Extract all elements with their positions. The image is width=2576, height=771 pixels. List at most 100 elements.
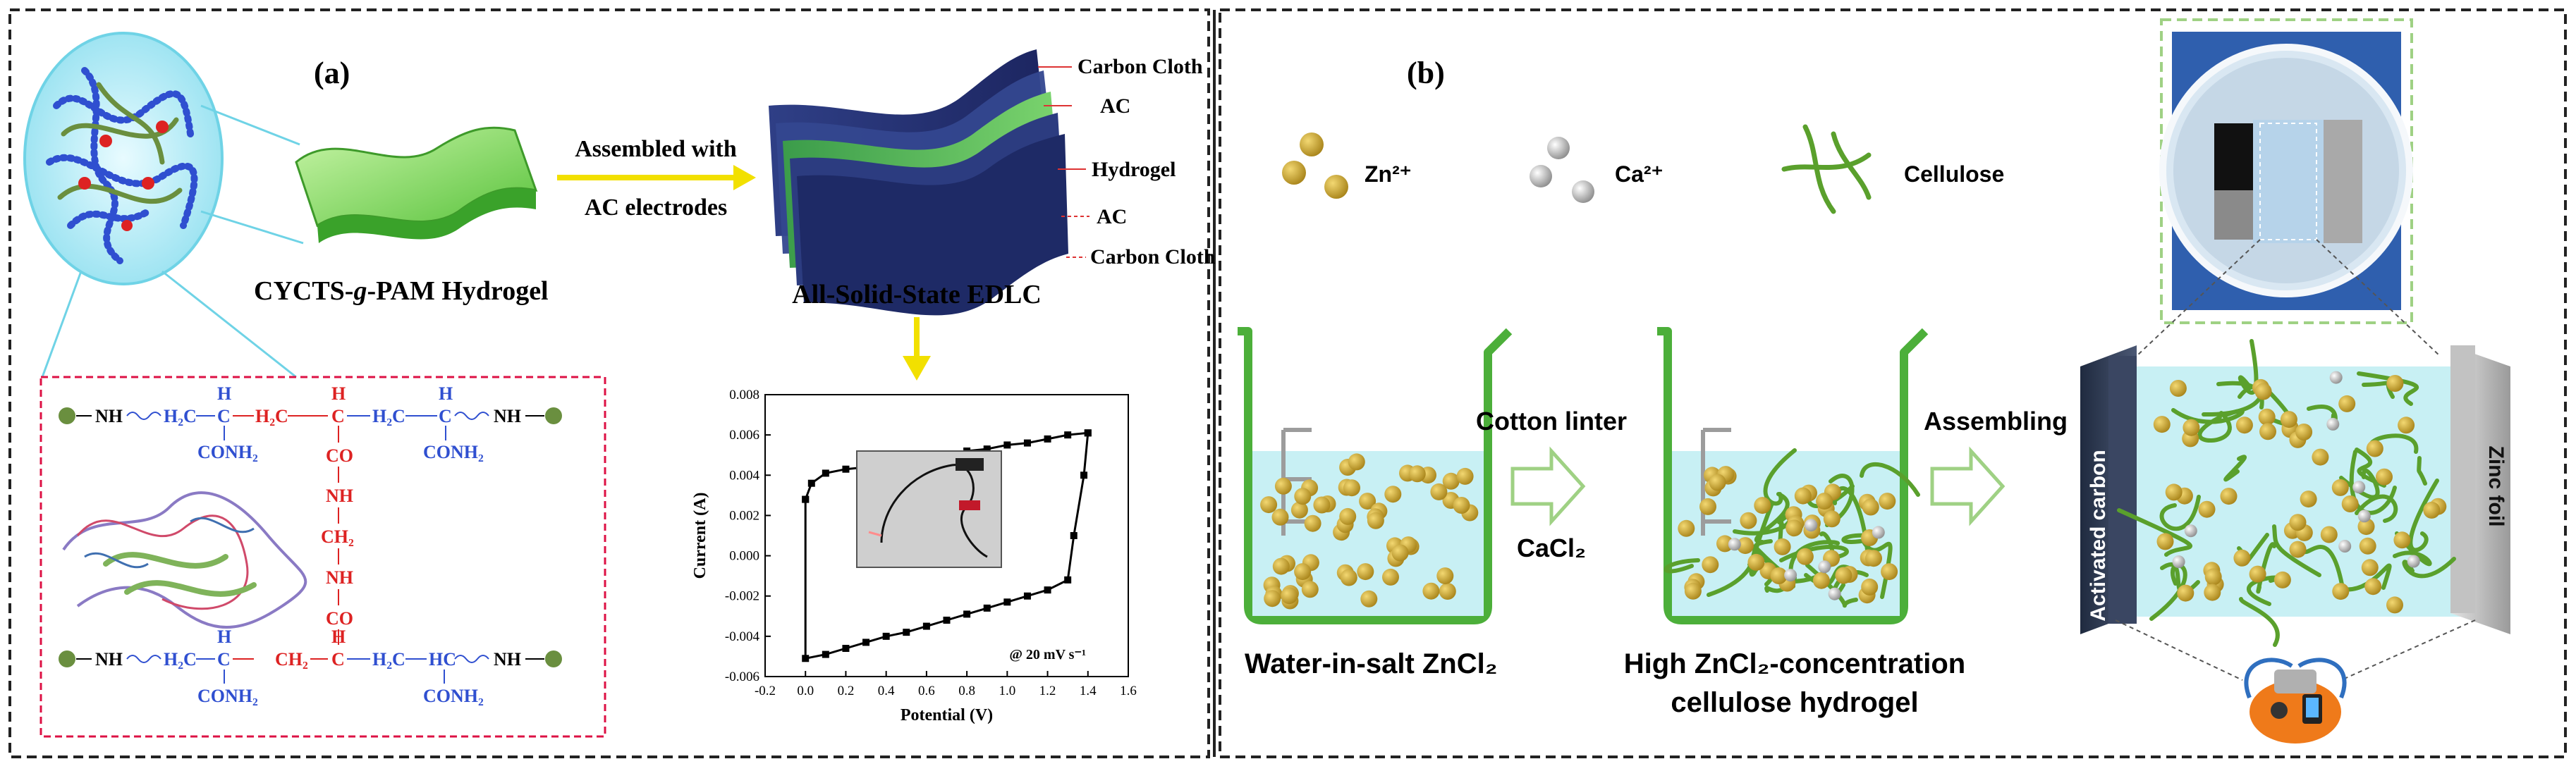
device-photo [2159, 18, 2413, 324]
zn-ion [2289, 541, 2307, 558]
cv-point [1064, 576, 1072, 584]
cellulose-fiber [2402, 557, 2456, 579]
cv-point [1003, 441, 1011, 449]
x-tick-label: 1.4 [1080, 684, 1097, 698]
zn-ion [2204, 568, 2222, 586]
zn-ion [2423, 501, 2441, 519]
ca-ion [1728, 538, 1741, 551]
zn-ion [2386, 596, 2403, 614]
ca-ion [2329, 371, 2343, 384]
zn-ion-icon [1300, 132, 1324, 156]
zn-ion [1835, 567, 1852, 584]
zn-ion [1271, 508, 1289, 526]
zn-ion [2280, 411, 2297, 428]
zn-ion [2338, 395, 2356, 412]
zn-ion [2289, 514, 2307, 531]
zn-ion [2153, 416, 2171, 433]
atom-label: CONH₂ [423, 686, 484, 706]
layer-labels: Carbon Cloth AC Hydrogel AC Carbon Cloth [1038, 55, 1216, 269]
zn-ion [1422, 582, 1440, 600]
atom-label: CH₂ [321, 526, 354, 547]
atom-label: NH [326, 486, 353, 506]
atom-label: CO [326, 608, 353, 629]
zn-ion [1359, 493, 1376, 510]
atom-label: C [217, 649, 231, 670]
zn-ion [2259, 423, 2276, 440]
step2-top-label: Assembling [1924, 407, 2068, 436]
ca-ion [2338, 540, 2352, 553]
cv-annotation: @ 20 mV s⁻¹ [1009, 647, 1086, 662]
zn-ion [1678, 519, 1695, 537]
cv-point [807, 479, 815, 487]
zinc-cell-schematic: Activated carbon Zinc foil [2080, 339, 2510, 647]
cv-point [1023, 592, 1031, 600]
zoom-line [41, 271, 83, 378]
zn-ion [1442, 472, 1460, 490]
beaker2-label-line1: High ZnCl₂-concentration [1624, 648, 1965, 679]
zn-ion [1340, 569, 1357, 586]
zn-ion [1702, 556, 1719, 574]
ca-ion [2357, 510, 2371, 523]
zn-ion [1313, 496, 1331, 514]
zn-ion [1879, 493, 1896, 510]
layer-label: Carbon Cloth [1078, 55, 1203, 78]
activated-carbon-label: Activated carbon [2087, 450, 2110, 621]
zn-ion [1740, 512, 1757, 529]
cellulose-fiber [2339, 468, 2380, 500]
cellulose-fiber [2337, 563, 2392, 592]
ca-ion [1784, 569, 1797, 582]
zn-ion [1357, 563, 1374, 581]
ca-ion-icon [1547, 137, 1570, 159]
zn-ion [1343, 479, 1360, 497]
zn-ion [2341, 495, 2359, 512]
y-tick-label: -0.004 [725, 629, 760, 644]
chain-end-node [545, 650, 562, 667]
cv-point [842, 645, 850, 652]
zn-ion [1823, 510, 1841, 528]
step1-arrow [1510, 446, 1586, 526]
zn-ion [1754, 497, 1771, 514]
x-axis-label: Potential (V) [901, 706, 993, 724]
cellulose-fiber [2417, 456, 2427, 486]
zn-ion [2258, 408, 2276, 426]
panel-a-label: (a) [314, 56, 350, 90]
zn-ion [2156, 533, 2174, 550]
zn-ion [1865, 550, 1882, 567]
atom-label: HC [429, 649, 456, 670]
atom-label: NH [326, 567, 353, 588]
x-tick-label: 0.8 [958, 684, 975, 698]
cellulose-fiber [2355, 494, 2398, 523]
atom-label: H₂C [372, 649, 405, 670]
y-tick-label: -0.002 [725, 589, 759, 604]
atom-label: H₂C [372, 406, 405, 426]
zn-ion [1861, 578, 1879, 596]
beaker2-label-line2: cellulose hydrogel [1671, 687, 1918, 718]
cv-point [822, 469, 829, 477]
zn-ion [1294, 488, 1312, 505]
ca-ion [1818, 560, 1831, 574]
zn-ion [1794, 487, 1812, 505]
atom-label: H₂C [255, 406, 288, 426]
zn-ion [1684, 582, 1702, 600]
chain-end-node [59, 407, 75, 424]
cv-photo-inset [856, 450, 1002, 568]
x-tick-label: 1.0 [999, 684, 1015, 698]
x-tick-label: 0.4 [878, 684, 895, 698]
cv-point [1080, 471, 1088, 479]
zn-ion [1774, 538, 1791, 555]
atom-label: CONH₂ [197, 442, 258, 462]
atom-label: NH [95, 406, 123, 426]
zoom-line [161, 270, 297, 378]
x-tick-label: 1.2 [1039, 684, 1056, 698]
zn-ion [2273, 571, 2291, 588]
y-tick-label: 0.004 [729, 468, 759, 483]
atom-label: H [331, 383, 346, 404]
zn-ion [1796, 548, 1814, 565]
cv-point [1023, 439, 1031, 447]
hydrogel-label: CYCTS-g-PAM Hydrogel [254, 276, 549, 306]
cellulose-fiber [2223, 455, 2247, 482]
cv-point [1044, 586, 1051, 594]
cv-point [802, 495, 810, 503]
zn-ion [1716, 535, 1733, 553]
